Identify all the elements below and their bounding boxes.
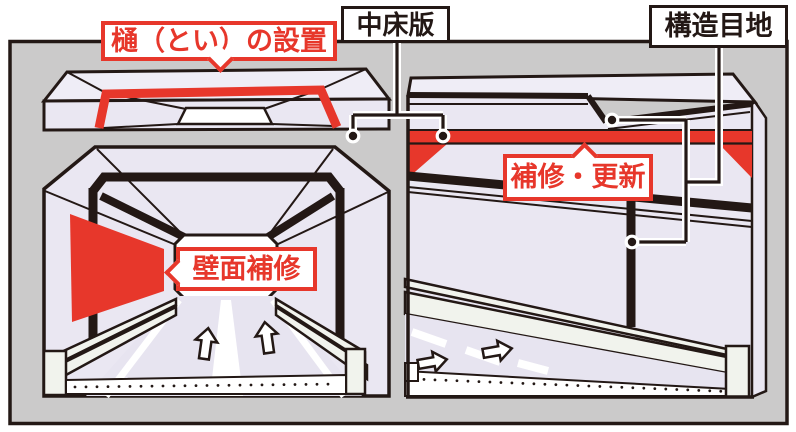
right-roadway-surface	[405, 314, 727, 389]
callout-wall-repair: 壁面補修	[164, 247, 317, 291]
middle-slab-leader-line	[345, 41, 451, 144]
label-middle-slab-text: 中床版	[356, 9, 435, 40]
verge-dots	[411, 377, 742, 394]
direction-arrow-icon	[480, 338, 514, 364]
callout-repair-renewal: 補修・更新	[503, 142, 653, 201]
right-guardrail	[274, 296, 369, 396]
duct-center-opening	[175, 106, 275, 126]
tunnel-end-face	[750, 100, 768, 399]
direction-arrow-icon	[415, 349, 449, 375]
structural-joint-leader-line	[604, 44, 723, 250]
leader-dot	[604, 112, 620, 128]
callout-wall-repair-text: 壁面補修	[192, 253, 301, 284]
right-end-post	[724, 344, 751, 399]
roof-joint	[585, 94, 609, 124]
perspective-lines	[44, 148, 389, 246]
label-structural-joint-text: 構造目地	[664, 11, 773, 41]
callout-gutter-installation: 樋（とい）の設置	[101, 21, 337, 73]
right-tunnel-illustration	[403, 72, 768, 399]
verge-dots	[73, 382, 340, 389]
direction-arrow-icon	[253, 320, 281, 355]
direction-arrow-icon	[192, 326, 220, 361]
leader-dot	[624, 234, 640, 250]
upper-duct-slab	[40, 67, 393, 132]
wall-repair-highlight	[70, 214, 164, 322]
leader-dot	[345, 128, 361, 144]
leader-dot	[435, 128, 451, 144]
label-structural-joint: 構造目地	[649, 5, 788, 48]
left-tunnel-illustration	[40, 67, 393, 399]
gutter-highlight	[94, 85, 342, 129]
dotted-verge	[65, 373, 347, 395]
label-middle-slab: 中床版	[341, 6, 450, 43]
middle-slab-red-band	[408, 129, 752, 178]
left-guardrail	[42, 297, 178, 397]
callout-repair-renewal-text: 補修・更新	[510, 162, 646, 192]
